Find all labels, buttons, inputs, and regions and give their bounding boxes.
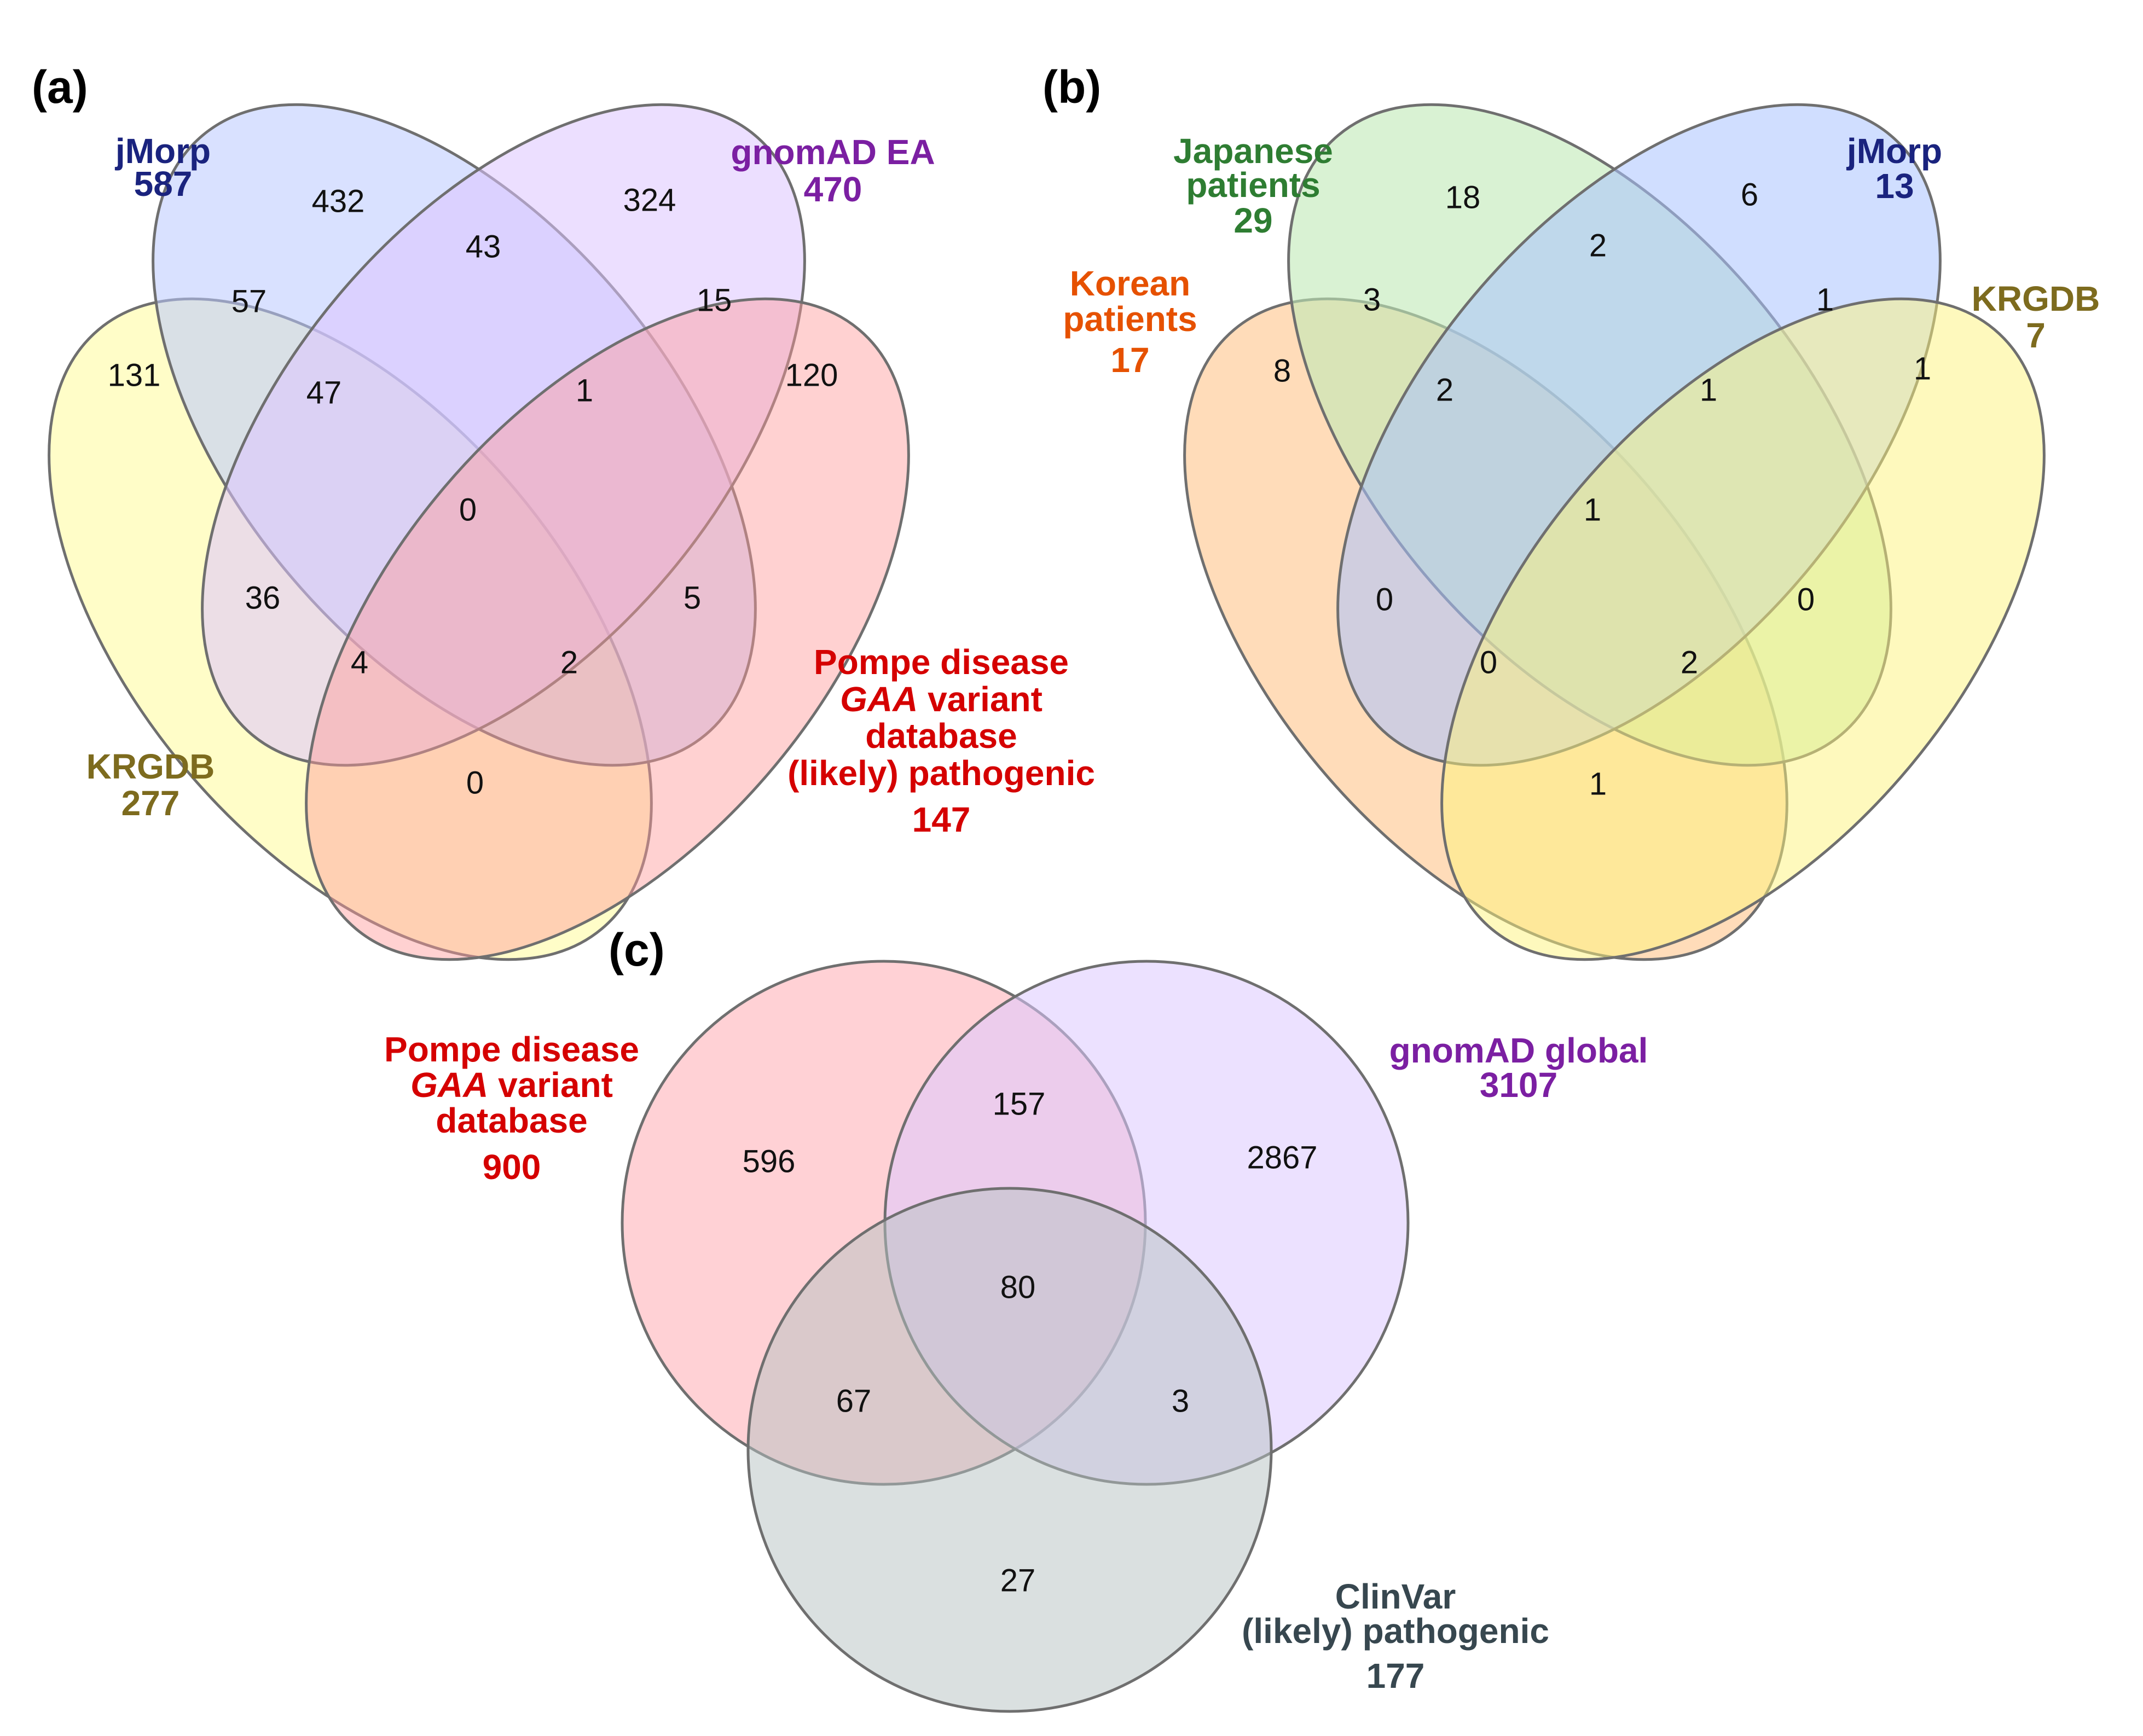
panel-c-letter: (c) bbox=[609, 924, 665, 976]
region-count: 8 bbox=[1273, 353, 1291, 388]
set-label-gnomad-global: gnomAD global bbox=[1389, 1031, 1648, 1070]
panel-b-letter: (b) bbox=[1042, 61, 1101, 113]
region-count: 67 bbox=[836, 1383, 872, 1419]
panel-b-ellipses bbox=[1183, 103, 2046, 961]
region-count: 2 bbox=[1681, 645, 1698, 680]
region-count: 2 bbox=[1436, 372, 1453, 408]
panel-b-region-counts: 18 6 2 3 1 8 2 1 1 1 0 0 0 2 1 bbox=[1273, 177, 1931, 802]
region-count: 0 bbox=[1376, 582, 1393, 617]
region-count: 157 bbox=[993, 1086, 1046, 1122]
set-label-pompe-c-line2: GAA variant bbox=[410, 1065, 613, 1105]
set-label-krgdb-b: KRGDB bbox=[1972, 279, 2100, 318]
set-label-clinvar-line1: ClinVar bbox=[1335, 1577, 1456, 1616]
panel-a-ellipses bbox=[48, 103, 910, 961]
set-count-krgdb-b: 7 bbox=[2026, 316, 2046, 355]
region-count: 27 bbox=[1000, 1563, 1036, 1598]
set-label-krgdb: KRGDB bbox=[86, 747, 215, 786]
region-count: 1 bbox=[576, 373, 593, 408]
set-count-pompe-c: 900 bbox=[483, 1147, 541, 1187]
region-count: 1 bbox=[1816, 282, 1834, 317]
set-label-jmorp-b: jMorp bbox=[1846, 131, 1942, 171]
set-label-pompe-c-line3: database bbox=[436, 1101, 587, 1140]
region-count: 2 bbox=[560, 645, 578, 680]
set-label-korean-line2: patients bbox=[1063, 299, 1197, 339]
region-count: 1 bbox=[1700, 372, 1717, 408]
set-label-pompe-line1: Pompe disease bbox=[814, 642, 1069, 682]
set-ellipse-pompe-a bbox=[305, 297, 910, 961]
region-count: 18 bbox=[1445, 179, 1481, 215]
set-label-clinvar-line2: (likely) pathogenic bbox=[1242, 1611, 1549, 1651]
set-label-korean-line1: Korean bbox=[1070, 264, 1191, 303]
region-count: 324 bbox=[623, 182, 676, 218]
label-text: variant bbox=[918, 680, 1042, 719]
region-count: 80 bbox=[1000, 1269, 1036, 1305]
set-count-jmorp: 587 bbox=[134, 164, 193, 204]
set-count-clinvar: 177 bbox=[1366, 1656, 1425, 1696]
region-count: 1 bbox=[1589, 766, 1607, 802]
region-count: 120 bbox=[785, 357, 838, 393]
set-label-jmorp: jMorp bbox=[115, 131, 211, 171]
set-label-japanese-line1: Japanese bbox=[1173, 131, 1333, 171]
region-count: 2 bbox=[1589, 228, 1607, 263]
region-count: 3 bbox=[1363, 282, 1381, 317]
gene-name-italic: GAA bbox=[410, 1065, 488, 1105]
panel-a-letter: (a) bbox=[32, 61, 88, 113]
panel-c-region-counts: 596 157 2867 80 67 3 27 bbox=[743, 1086, 1318, 1598]
region-count: 0 bbox=[459, 492, 477, 527]
region-count: 43 bbox=[466, 229, 501, 264]
panel-a-set-labels: jMorp 587 gnomAD EA 470 KRGDB 277 Pompe … bbox=[86, 131, 1095, 839]
set-label-pompe-line2: GAA variant bbox=[840, 680, 1042, 719]
panel-c: (c) 596 157 2867 80 67 3 27 Pompe diseas… bbox=[384, 924, 1648, 1713]
region-count: 57 bbox=[231, 283, 267, 319]
set-ellipse-krgdb-b bbox=[1440, 297, 2046, 961]
region-count: 4 bbox=[351, 645, 368, 680]
region-count: 15 bbox=[697, 282, 732, 318]
region-count: 0 bbox=[1797, 582, 1815, 617]
panel-a: (a) 432 324 43 57 15 131 47 1 120 0 36 5… bbox=[32, 61, 1095, 961]
region-count: 131 bbox=[108, 357, 161, 393]
region-count: 3 bbox=[1172, 1383, 1189, 1419]
region-count: 47 bbox=[306, 375, 342, 410]
panel-b: (b) 18 6 2 3 1 8 2 1 1 1 0 0 0 2 1 Japan… bbox=[1042, 61, 2100, 961]
panel-a-region-counts: 432 324 43 57 15 131 47 1 120 0 36 5 4 2… bbox=[108, 182, 838, 800]
set-count-japanese: 29 bbox=[1233, 201, 1272, 240]
set-label-japanese-line2: patients bbox=[1186, 165, 1320, 205]
region-count: 5 bbox=[684, 580, 701, 616]
set-count-gnomad-ea: 470 bbox=[804, 170, 862, 209]
set-count-pompe: 147 bbox=[912, 800, 971, 839]
gene-name-italic: GAA bbox=[840, 680, 918, 719]
region-count: 0 bbox=[1480, 645, 1497, 680]
set-count-gnomad-global: 3107 bbox=[1480, 1065, 1557, 1105]
panel-b-set-labels: Japanese patients 29 jMorp 13 Korean pat… bbox=[1063, 131, 2100, 380]
region-count: 6 bbox=[1741, 177, 1758, 212]
panel-c-circles bbox=[621, 960, 1410, 1713]
region-count: 1 bbox=[1914, 351, 1931, 386]
region-count: 0 bbox=[466, 765, 484, 800]
set-circle-clinvar bbox=[746, 1187, 1273, 1713]
set-label-pompe-line3: database bbox=[865, 716, 1017, 756]
region-count: 36 bbox=[245, 580, 281, 616]
region-count: 1 bbox=[1584, 492, 1601, 527]
region-count: 432 bbox=[312, 183, 365, 219]
set-label-pompe-line4: (likely) pathogenic bbox=[787, 753, 1095, 793]
region-count: 2867 bbox=[1247, 1140, 1317, 1175]
label-text: variant bbox=[488, 1065, 613, 1105]
set-count-jmorp-b: 13 bbox=[1875, 166, 1914, 206]
set-ellipse-gnomad-a bbox=[201, 103, 806, 767]
set-label-gnomad-ea: gnomAD EA bbox=[731, 132, 935, 172]
panel-c-set-labels: Pompe disease GAA variant database 900 g… bbox=[384, 1030, 1648, 1696]
set-label-pompe-c-line1: Pompe disease bbox=[384, 1030, 639, 1069]
region-count: 596 bbox=[743, 1143, 796, 1179]
set-count-korean: 17 bbox=[1110, 340, 1149, 380]
set-count-krgdb: 277 bbox=[121, 783, 180, 823]
